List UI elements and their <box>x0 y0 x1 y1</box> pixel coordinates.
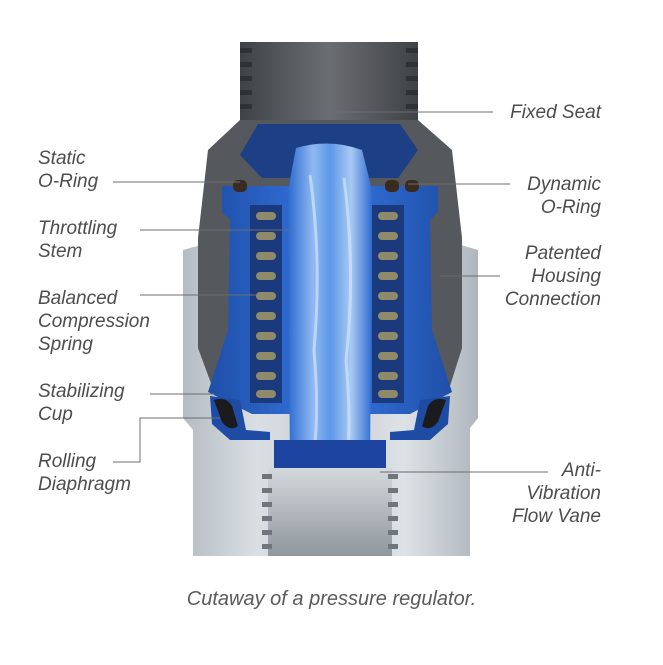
label-balanced-spring-line-2: Compression <box>38 311 150 332</box>
label-fixed-seat-line-1: Fixed Seat <box>510 102 601 123</box>
label-patented-housing: Patented Housing Connection <box>470 242 601 311</box>
leader-rolling-diaphragm <box>113 417 220 463</box>
label-balanced-spring-line-3: Spring <box>38 334 93 355</box>
label-throttling-stem-line-1: Throttling <box>38 218 118 239</box>
label-patented-housing-line-3: Connection <box>504 289 601 310</box>
label-anti-vibration-line-1: Anti- <box>561 460 601 481</box>
rolling-diaphragm-right <box>422 398 446 429</box>
balanced-compression-spring <box>256 212 398 398</box>
label-patented-housing-line-1: Patented <box>524 243 601 264</box>
label-patented-housing-line-2: Housing <box>531 266 601 287</box>
label-anti-vibration-line-3: Flow Vane <box>511 506 601 527</box>
label-stabilizing-cup: Stabilizing Cup <box>38 380 125 426</box>
label-balanced-spring: Balanced Compression Spring <box>38 287 150 356</box>
label-stabilizing-cup-line-1: Stabilizing <box>38 381 125 402</box>
rolling-diaphragm <box>214 398 238 429</box>
outlet-threads <box>262 474 398 549</box>
label-rolling-diaphragm-line-2: Diaphragm <box>38 474 131 495</box>
label-dynamic-oring-line-1: Dynamic <box>527 174 601 195</box>
label-fixed-seat: Fixed Seat <box>470 101 601 124</box>
label-anti-vibration: Anti- Vibration Flow Vane <box>470 459 601 528</box>
water-highlight <box>308 174 353 469</box>
static-oring <box>233 180 247 192</box>
dynamic-oring <box>385 180 419 192</box>
label-balanced-spring-line-1: Balanced <box>38 288 118 309</box>
inlet-threads <box>240 48 418 109</box>
label-dynamic-oring: Dynamic O-Ring <box>470 173 601 219</box>
leader-lines <box>113 111 548 473</box>
outlet-pipe <box>268 468 392 556</box>
figure-caption: Cutaway of a pressure regulator. <box>186 588 477 610</box>
label-static-oring-line-1: Static <box>38 148 86 169</box>
anti-vibration-flow-vane <box>274 440 386 468</box>
label-static-oring: Static O-Ring <box>38 147 98 193</box>
water-stream <box>288 143 372 471</box>
label-rolling-diaphragm: Rolling Diaphragm <box>38 450 131 496</box>
label-stabilizing-cup-line-2: Cup <box>38 404 73 425</box>
label-static-oring-line-2: O-Ring <box>38 171 99 192</box>
label-throttling-stem-line-2: Stem <box>38 241 83 262</box>
label-anti-vibration-line-2: Vibration <box>526 483 601 504</box>
label-dynamic-oring-line-2: O-Ring <box>540 197 601 218</box>
label-throttling-stem: Throttling Stem <box>38 217 117 263</box>
label-rolling-diaphragm-line-1: Rolling <box>38 451 97 472</box>
